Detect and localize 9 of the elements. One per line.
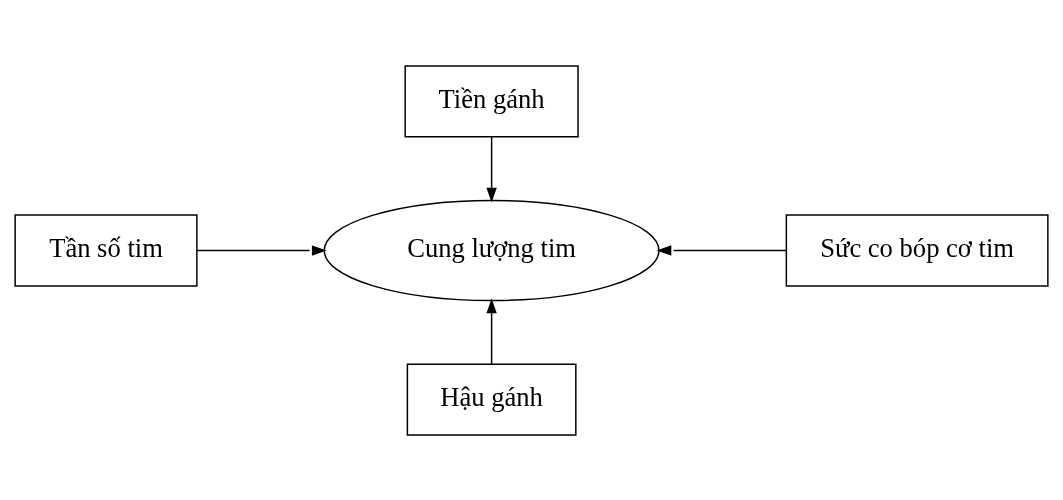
node-box: Tiền gánh bbox=[404, 64, 579, 138]
arrow bbox=[486, 135, 497, 203]
node-ellipse: Cung lượng tim bbox=[323, 199, 660, 301]
node-box: Hậu gánh bbox=[406, 362, 577, 436]
node-box: Sức co bóp cơ tim bbox=[785, 213, 1049, 287]
node-box: Tần số tim bbox=[14, 213, 198, 287]
arrow bbox=[486, 297, 497, 365]
arrow bbox=[656, 244, 788, 256]
arrow bbox=[196, 244, 327, 256]
